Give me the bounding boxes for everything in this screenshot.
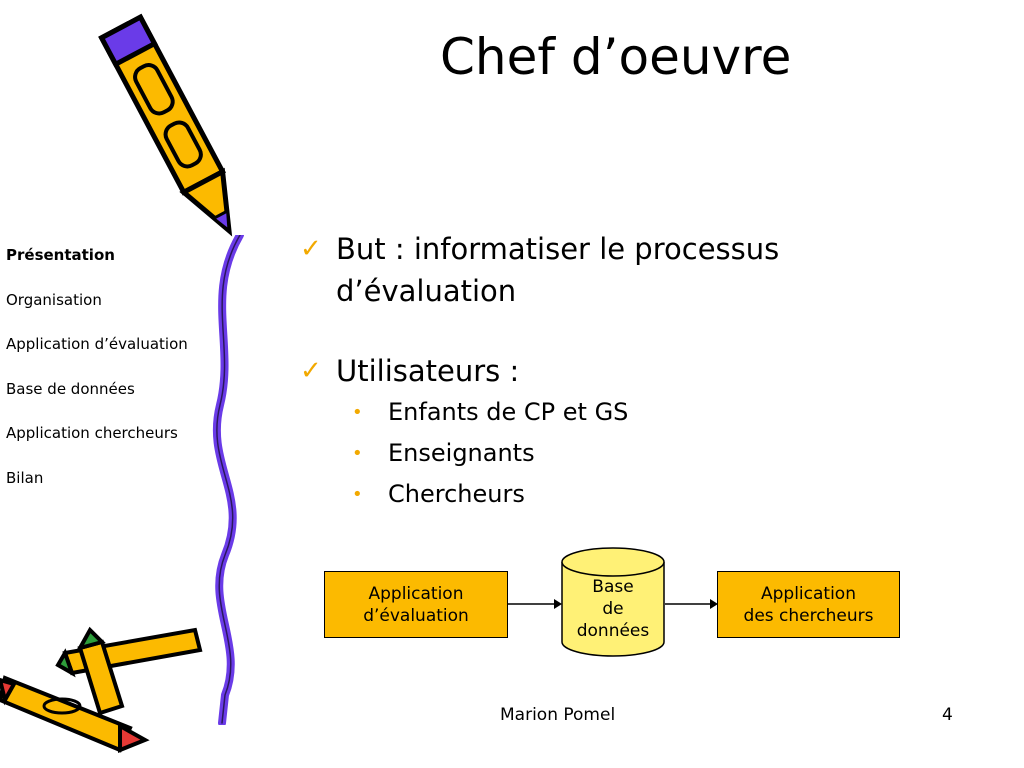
slide-content: ✓ But : informatiser le processus d’éval…: [300, 228, 920, 515]
bullet-goal: ✓ But : informatiser le processus d’éval…: [300, 228, 920, 312]
database-label: Base de données: [562, 576, 664, 642]
slide-title: Chef d’oeuvre: [440, 28, 792, 86]
nav-item-application-evaluation[interactable]: Application d’évaluation: [6, 335, 188, 353]
bullet-goal-line2: d’évaluation: [336, 274, 517, 308]
checkmark-icon: ✓: [300, 356, 322, 386]
sub-bullet: • Chercheurs: [300, 474, 920, 515]
application-chercheurs-box: Application des chercheurs: [717, 571, 900, 638]
bullet-dot-icon: •: [352, 443, 363, 464]
bullet-dot-icon: •: [352, 484, 363, 505]
box-label-line: des chercheurs: [743, 605, 874, 626]
page-number: 4: [942, 705, 953, 725]
sub-bullet: • Enfants de CP et GS: [300, 392, 920, 433]
checkmark-icon: ✓: [300, 234, 322, 264]
bullet-dot-icon: •: [352, 402, 363, 423]
sub-bullet-text: Enfants de CP et GS: [388, 398, 629, 426]
arrow-right-icon: [508, 599, 562, 609]
sidebar-nav: Présentation Organisation Application d’…: [6, 244, 226, 511]
nav-item-application-chercheurs[interactable]: Application chercheurs: [6, 424, 178, 442]
nav-item-base-de-donnees[interactable]: Base de données: [6, 379, 135, 398]
application-evaluation-box: Application d’évaluation: [324, 571, 508, 638]
crayons-icon: [0, 626, 203, 753]
database-cylinder-icon: [561, 547, 665, 657]
nav-item-presentation[interactable]: Présentation: [6, 246, 115, 264]
sub-bullet: • Enseignants: [300, 433, 920, 474]
box-label-line: Application: [761, 583, 856, 604]
sub-bullet-text: Enseignants: [388, 439, 535, 467]
bullet-goal-line1: But : informatiser le processus: [336, 232, 780, 266]
box-label-line: Application: [368, 583, 464, 604]
nav-item-bilan[interactable]: Bilan: [6, 468, 44, 487]
divider-squiggle: [212, 235, 244, 725]
db-label-line: données: [576, 621, 650, 641]
db-label-line: Base: [592, 577, 634, 597]
nav-item-organisation[interactable]: Organisation: [6, 290, 102, 309]
footer-author: Marion Pomel: [500, 705, 616, 725]
pencil-icon: [98, 13, 233, 237]
arrow-right-icon: [665, 599, 718, 609]
db-label-line: de: [602, 599, 624, 619]
box-label-line: d’évaluation: [363, 605, 469, 626]
sub-bullet-text: Chercheurs: [388, 480, 525, 508]
bullet-users: ✓ Utilisateurs :: [300, 350, 920, 392]
bullet-users-text: Utilisateurs :: [336, 354, 520, 388]
